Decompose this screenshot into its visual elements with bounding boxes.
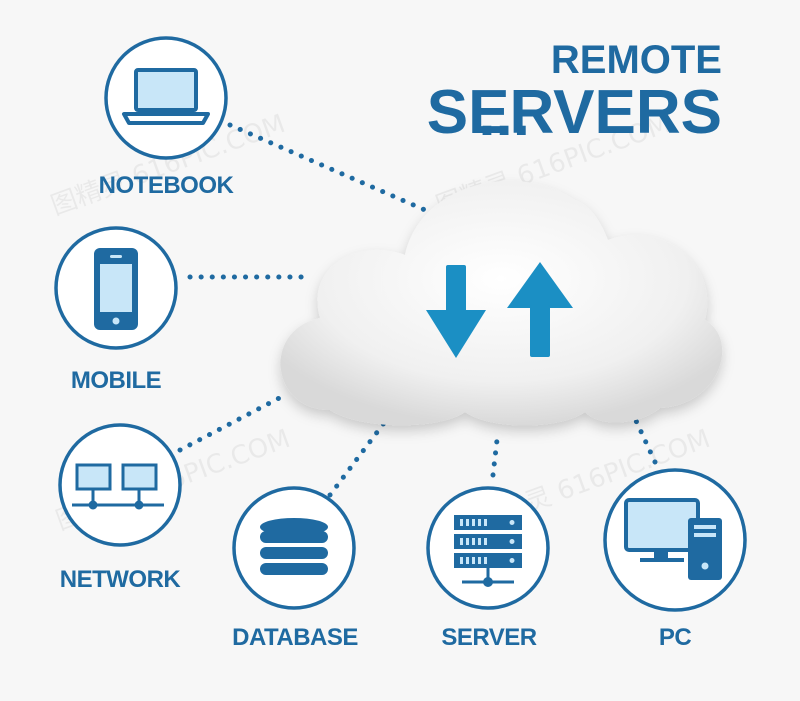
network-icon — [72, 463, 164, 510]
cloud — [280, 180, 723, 426]
arrow-up-icon — [507, 262, 573, 357]
connector-notebook — [227, 122, 428, 213]
node-label-pc: PC — [659, 624, 692, 651]
connector-pc — [629, 409, 658, 465]
node-label-network: NETWORK — [60, 566, 182, 593]
node-label-server: SERVER — [441, 624, 536, 651]
arrow-down-icon — [426, 265, 486, 358]
node-notebook: NOTEBOOK — [99, 36, 235, 199]
node-label-database: DATABASE — [232, 624, 358, 651]
mobile-icon — [94, 248, 138, 330]
cloud-shape — [280, 180, 723, 426]
title-dots: ... — [478, 80, 530, 149]
node-label-notebook: NOTEBOOK — [99, 172, 235, 199]
node-server: SERVER — [426, 486, 550, 651]
node-database: DATABASE — [232, 486, 359, 651]
notebook-icon — [122, 68, 210, 125]
title-line1: REMOTE — [551, 38, 722, 82]
title-line2: SERVERS — [427, 78, 722, 147]
node-network: NETWORK — [58, 423, 182, 593]
connector-database — [327, 412, 393, 498]
page-title: REMOTE ... SERVERS — [427, 38, 722, 149]
node-mobile: MOBILE — [54, 226, 178, 394]
node-label-mobile: MOBILE — [71, 367, 162, 394]
server-icon — [454, 515, 522, 587]
connector-server — [490, 437, 500, 478]
connectors — [177, 122, 658, 498]
pc-icon — [624, 498, 722, 580]
database-icon — [260, 518, 328, 575]
connector-network — [177, 392, 288, 453]
node-pc: PC — [603, 468, 747, 651]
